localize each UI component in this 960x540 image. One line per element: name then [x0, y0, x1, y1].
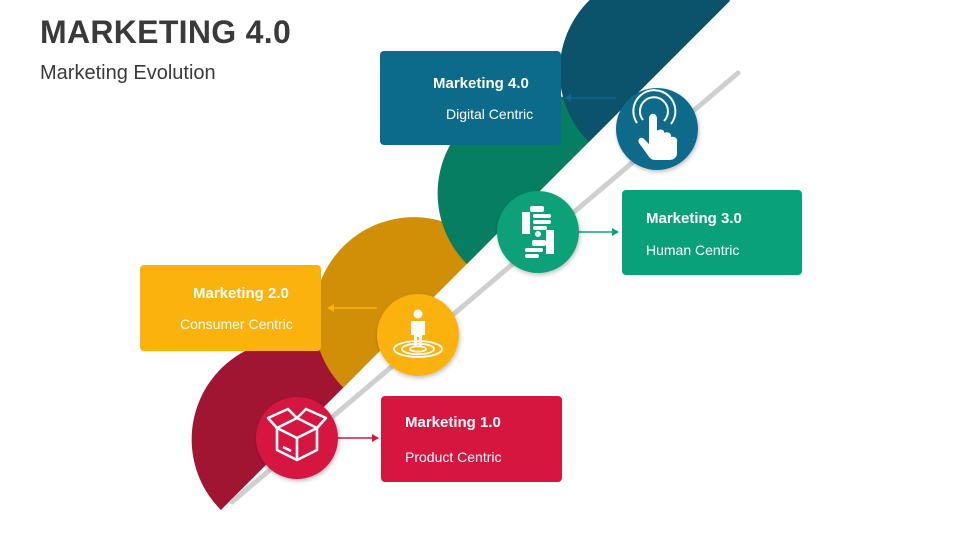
hand-exchange-icon — [522, 206, 554, 258]
stage-title-1: Marketing 1.0 — [405, 414, 501, 431]
stage-card-2: Marketing 2.0 Consumer Centric — [140, 265, 321, 351]
stage-title-3: Marketing 3.0 — [646, 210, 742, 227]
stage-card-3: Marketing 3.0 Human Centric — [622, 190, 802, 275]
stage-subtitle-3: Human Centric — [646, 242, 740, 258]
touch-hand-icon — [632, 89, 678, 160]
stage-subtitle-1: Product Centric — [405, 449, 502, 465]
page-subtitle: Marketing Evolution — [40, 62, 216, 84]
stage-card-1: Marketing 1.0 Product Centric — [381, 396, 562, 482]
stage-card-4: Marketing 4.0 Digital Centric — [380, 51, 561, 145]
stage-subtitle-2: Consumer Centric — [180, 316, 293, 332]
page-title: MARKETING 4.0 — [40, 14, 292, 50]
box-icon — [266, 407, 328, 462]
person-target-icon — [393, 309, 443, 358]
stage-arc-4 — [559, 0, 731, 142]
stage-title-4: Marketing 4.0 — [433, 75, 529, 92]
stage-subtitle-4: Digital Centric — [446, 106, 534, 122]
stage-title-2: Marketing 2.0 — [193, 285, 289, 302]
